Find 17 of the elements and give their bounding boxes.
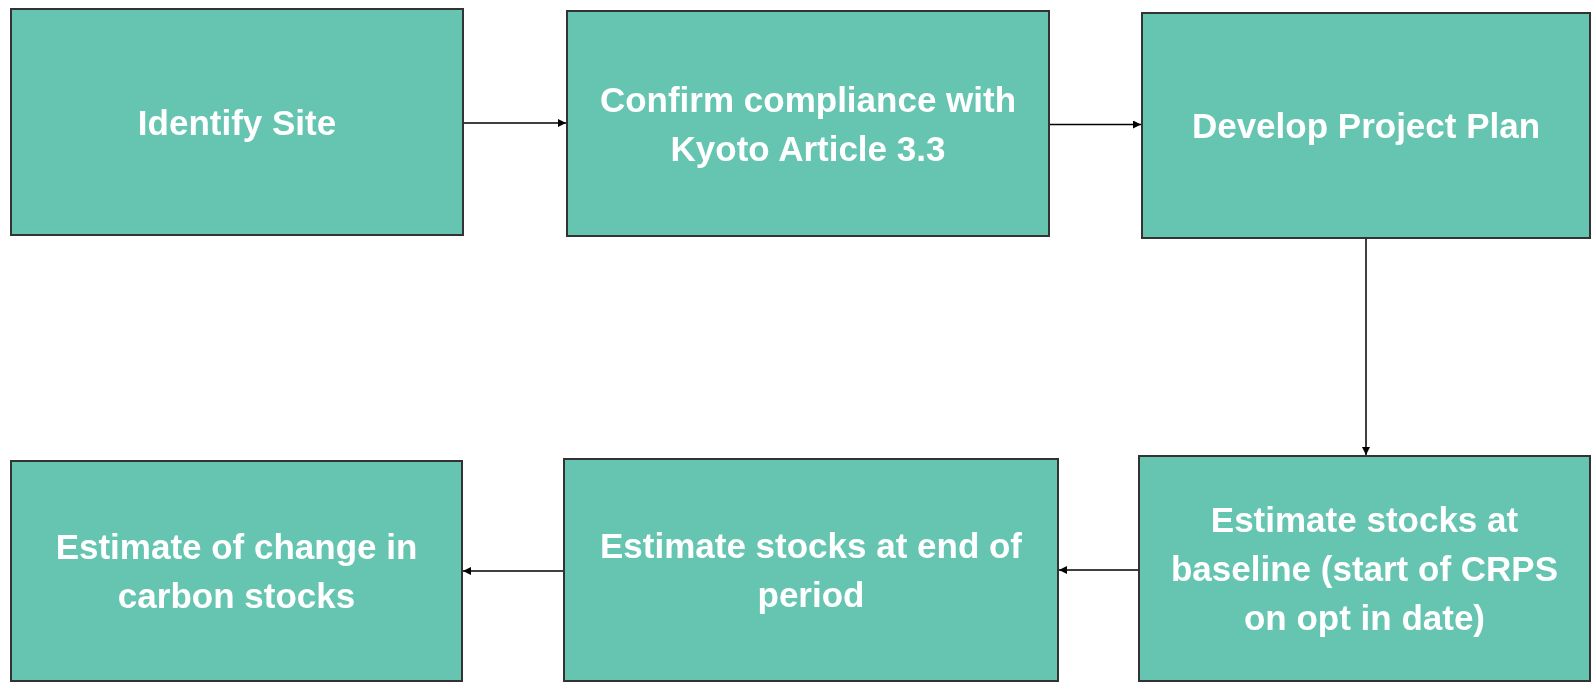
box-label: Develop Project Plan <box>1191 105 1541 147</box>
arrow <box>1049 120 1142 129</box>
arrow <box>462 567 564 575</box>
arrow <box>1362 238 1370 456</box>
process-box <box>1138 455 1591 682</box>
box-label: Estimate of change in carbon stocks <box>54 526 419 617</box>
box-label: Identify Site <box>137 101 337 144</box>
process-box <box>10 8 464 236</box>
process-box <box>1141 12 1591 239</box>
process-box <box>10 460 463 682</box>
box-label: Estimate stocks at baseline (start of CRPS on opt in date) <box>1169 499 1559 639</box>
arrow <box>1058 566 1139 574</box>
box-label: Estimate stocks at end of period <box>598 525 1024 616</box>
process-box <box>563 458 1059 682</box>
box-label: Confirm compliance with Kyoto Article 3.3 <box>598 78 1018 170</box>
process-box <box>566 10 1050 237</box>
arrow <box>463 119 567 127</box>
